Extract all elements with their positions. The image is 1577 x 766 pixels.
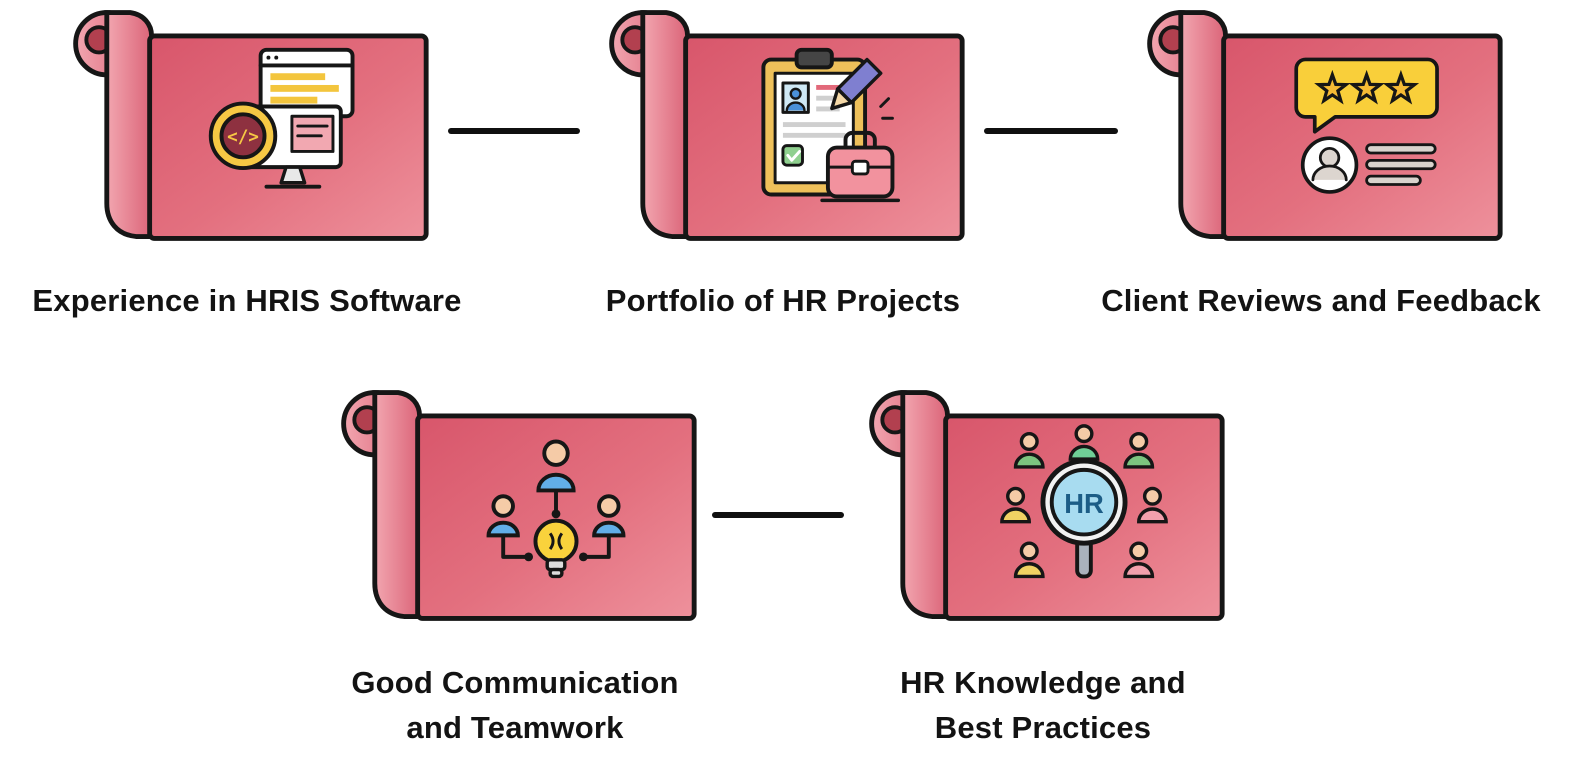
resume-briefcase-icon [761, 47, 901, 203]
candidate-person [1068, 424, 1100, 461]
label-line: and Teamwork [406, 710, 624, 745]
label-line: Best Practices [934, 710, 1152, 745]
label-client-reviews: Client Reviews and Feedback [1011, 278, 1577, 323]
connector-node4-node5 [712, 512, 844, 518]
candidate-person [1123, 431, 1155, 469]
label-line: Good Communication [351, 665, 679, 700]
review-text-line [1365, 143, 1437, 155]
label-line: Portfolio of HR Projects [605, 283, 961, 318]
candidate-person [1123, 541, 1155, 579]
connector-node1-node2 [448, 128, 580, 134]
candidate-person [1013, 541, 1045, 579]
review-text-line [1365, 174, 1422, 186]
label-line: Client Reviews and Feedback [1101, 283, 1541, 318]
team-lightbulb-icon [486, 439, 626, 579]
label-hr-portfolio: Portfolio of HR Projects [473, 278, 1093, 323]
label-hr-knowledge: HR Knowledge and Best Practices [733, 660, 1353, 750]
scroll-card-client-reviews [1136, 6, 1506, 246]
clipboard-clip [794, 47, 834, 70]
code-glyph: </> [227, 128, 259, 148]
candidate-person [1013, 431, 1045, 469]
briefcase-handle [843, 130, 877, 150]
code-monitor-icon: </> [208, 47, 355, 189]
star-review-icon [1294, 57, 1439, 194]
lightbulb [533, 518, 579, 564]
label-hris-experience: Experience in HRIS Software [0, 278, 557, 323]
checkbox [781, 144, 804, 167]
label-line: Experience in HRIS Software [32, 283, 462, 318]
candidate-person [1000, 486, 1031, 524]
review-text-line [1365, 159, 1437, 171]
scroll-card-hr-portfolio [598, 6, 968, 246]
hr-badge-text: HR [1064, 488, 1104, 519]
team-member-top [542, 439, 570, 467]
label-communication-teamwork: Good Communication and Teamwork [205, 660, 825, 750]
candidate-person [1137, 486, 1168, 524]
team-member-left [491, 494, 515, 518]
scroll-card-hris-experience: </> [62, 6, 432, 246]
monitor-stand [279, 165, 307, 185]
scroll-card-communication [330, 386, 700, 626]
scroll-card-hr-knowledge: HR [858, 386, 1228, 626]
team-member-right [597, 494, 621, 518]
hr-magnifier-icon: HR [1000, 424, 1168, 579]
connector-node2-node3 [984, 128, 1118, 134]
label-line: HR Knowledge and [900, 665, 1186, 700]
